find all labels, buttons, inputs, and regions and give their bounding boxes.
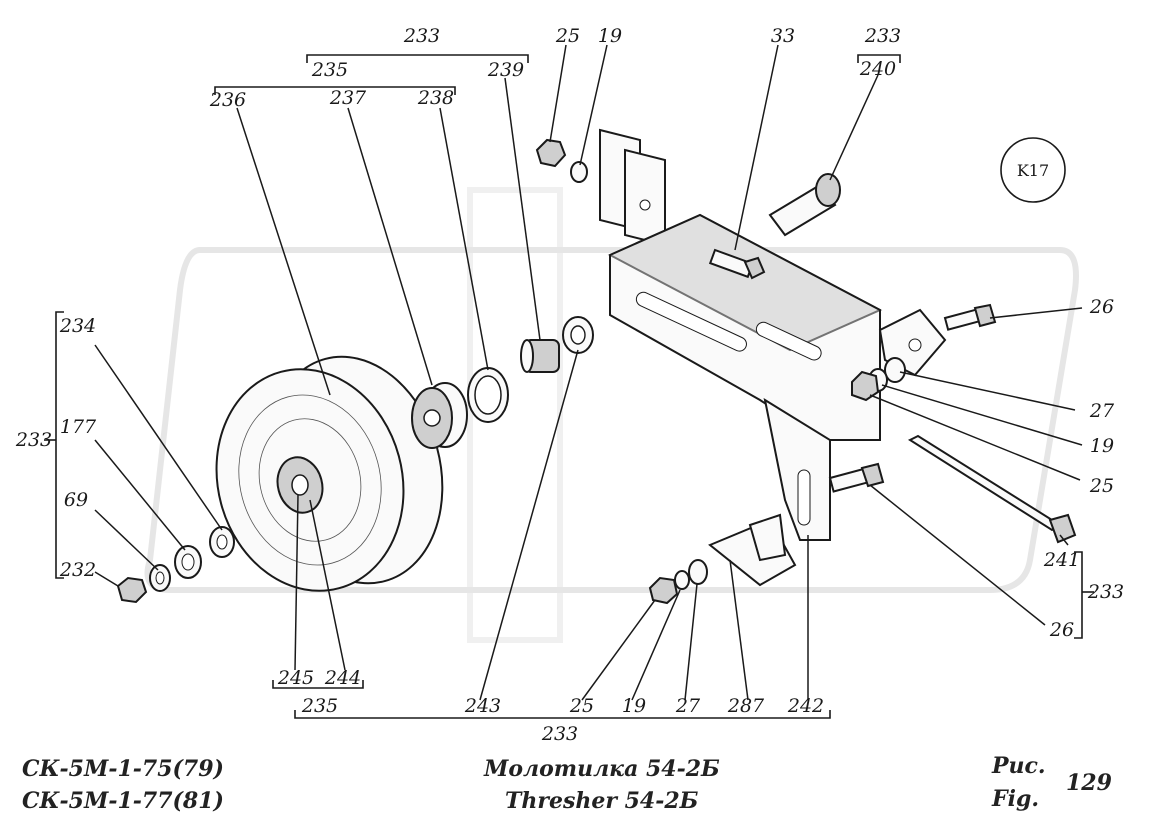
washer-19-bottom bbox=[674, 570, 690, 590]
washer-27-bottom bbox=[688, 559, 708, 585]
nut-232 bbox=[116, 576, 148, 604]
callout-27: 27 bbox=[675, 695, 701, 717]
callout-237: 237 bbox=[329, 87, 367, 109]
washer-19-top bbox=[570, 161, 588, 183]
fig-label-ru: Рис. bbox=[992, 753, 1046, 779]
callout-287: 287 bbox=[727, 695, 765, 717]
bushing bbox=[520, 339, 560, 373]
model-code-2: СК-5М-1-77(81) bbox=[22, 788, 224, 814]
callout-235: 235 bbox=[301, 695, 338, 717]
watermark bbox=[144, 187, 1079, 643]
callout-241: 241 bbox=[1043, 549, 1080, 571]
callout-236: 236 bbox=[209, 89, 246, 111]
callout-243: 243 bbox=[464, 695, 501, 717]
bolt-33 bbox=[708, 248, 766, 280]
callout-240: 240 bbox=[859, 58, 896, 80]
pulley-wheel bbox=[215, 355, 444, 592]
washer-69 bbox=[149, 564, 171, 592]
clip-287 bbox=[708, 513, 797, 587]
title-english: Thresher 54-2Б bbox=[505, 788, 699, 814]
callout-25: 25 bbox=[555, 25, 580, 47]
callout-19: 19 bbox=[1090, 435, 1114, 457]
callout-234: 234 bbox=[59, 315, 96, 337]
bolt-26-lower bbox=[828, 462, 885, 493]
callout-238: 238 bbox=[417, 87, 454, 109]
callout-233: 233 bbox=[403, 25, 440, 47]
callout-26: 26 bbox=[1049, 619, 1074, 641]
shim-plates bbox=[599, 128, 666, 247]
callout-245: 245 bbox=[277, 667, 314, 689]
model-code-1: СК-5М-1-75(79) bbox=[22, 756, 224, 782]
fig-label-en: Fig. bbox=[992, 786, 1040, 812]
callout-239: 239 bbox=[487, 59, 524, 81]
callout-233: 233 bbox=[541, 723, 578, 745]
washer-234 bbox=[209, 526, 235, 558]
callout-33: 33 bbox=[771, 25, 795, 47]
callout-26: 26 bbox=[1089, 296, 1114, 318]
leader-lines bbox=[94, 44, 1083, 701]
callout-27: 27 bbox=[1089, 400, 1115, 422]
callout-177: 177 bbox=[60, 416, 97, 438]
nut-25-top bbox=[535, 138, 567, 168]
long-bolt-241 bbox=[907, 434, 1077, 544]
bearing bbox=[411, 382, 468, 449]
callout-233: 233 bbox=[1087, 581, 1124, 603]
callout-235: 235 bbox=[311, 59, 348, 81]
bolt-26-right bbox=[943, 303, 997, 331]
figure-number: 129 bbox=[1066, 770, 1112, 796]
pin-240 bbox=[768, 173, 841, 237]
washer-243 bbox=[562, 316, 594, 354]
callout-242: 242 bbox=[787, 695, 824, 717]
washer-177 bbox=[174, 545, 202, 579]
k17-badge: K17 bbox=[1000, 137, 1066, 203]
title-russian: Молотилка 54-2Б bbox=[484, 756, 720, 782]
svg-text:K17: K17 bbox=[1017, 161, 1049, 180]
bracket-body bbox=[607, 213, 883, 441]
nut-25-bottom bbox=[648, 576, 679, 605]
callout-19: 19 bbox=[598, 25, 622, 47]
callout-232: 232 bbox=[59, 559, 96, 581]
nut-washer-stack-right bbox=[851, 357, 906, 402]
callout-25: 25 bbox=[1089, 475, 1114, 497]
callout-233: 233 bbox=[864, 25, 901, 47]
callout-25: 25 bbox=[569, 695, 594, 717]
snap-ring bbox=[467, 367, 509, 423]
vertical-arm bbox=[763, 397, 831, 541]
callout-69: 69 bbox=[64, 489, 88, 511]
grouping-brackets bbox=[44, 54, 1094, 719]
callout-244: 244 bbox=[324, 667, 361, 689]
callout-labels: 233 235 236 237 238 239 25 19 33 233 240… bbox=[15, 25, 1124, 745]
callout-233: 233 bbox=[15, 429, 52, 451]
callout-19: 19 bbox=[622, 695, 646, 717]
